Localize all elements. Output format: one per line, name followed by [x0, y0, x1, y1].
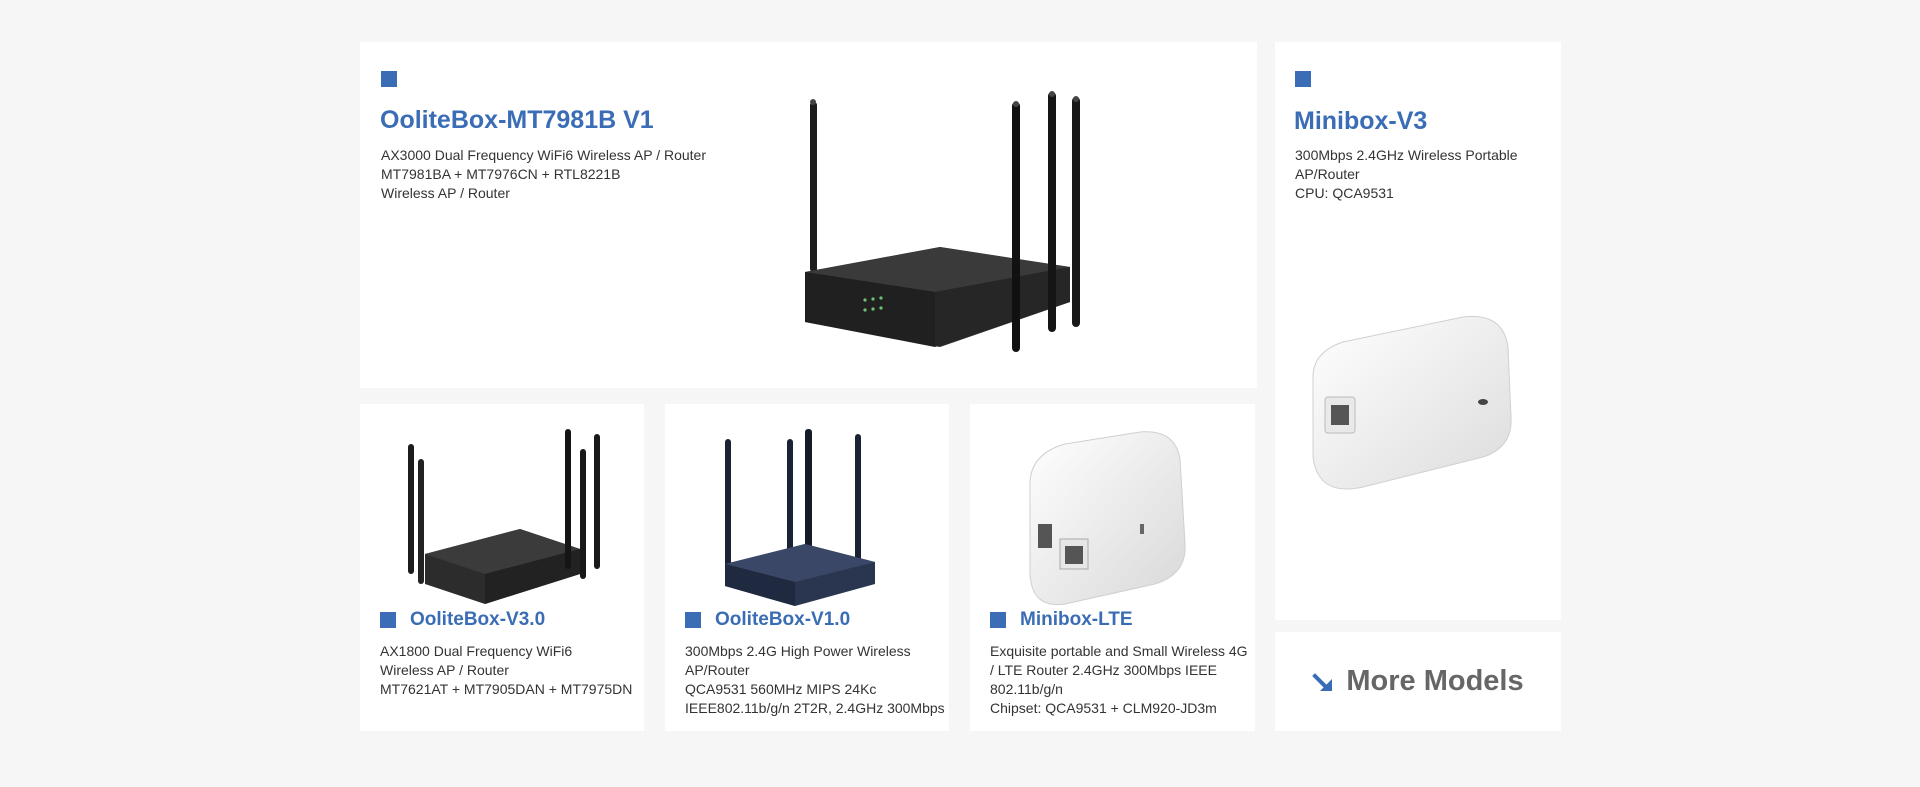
featured-product-description: AX3000 Dual Frequency WiFi6 Wireless AP … [381, 146, 706, 203]
product-card-minibox-lte[interactable]: Minibox-LTE Exquisite portable and Small… [970, 404, 1255, 731]
product-card-ooolitebox-v1[interactable]: OoliteBox-V1.0 300Mbps 2.4G High Power W… [665, 404, 949, 731]
product-card-header: OoliteBox-V3.0 [380, 609, 545, 631]
description-line: QCA9531 560MHz MIPS 24Kc [685, 681, 877, 697]
router-with-four-antennas-icon[interactable] [380, 414, 620, 614]
product-card-title[interactable]: OoliteBox-V1.0 [715, 609, 851, 630]
product-card-ooolitebox-v3[interactable]: OoliteBox-V3.0 AX1800 Dual Frequency WiF… [360, 404, 644, 731]
title-marker-square [381, 71, 397, 87]
featured-product-card[interactable]: OoliteBox-MT7981B V1 AX3000 Dual Frequen… [360, 42, 1257, 388]
description-line: IEEE802.11b/g/n 2T2R, 2.4GHz 300Mbps [685, 700, 945, 716]
minibox-v3-description: 300Mbps 2.4GHz Wireless Portable AP/Rout… [1295, 146, 1545, 203]
product-card-title[interactable]: OoliteBox-V3.0 [410, 609, 546, 630]
description-line: 300Mbps 2.4GHz Wireless Portable AP/Rout… [1295, 147, 1518, 182]
white-portable-router-icon[interactable] [990, 414, 1230, 614]
title-marker-square [990, 612, 1006, 628]
title-marker-square [1295, 71, 1311, 87]
product-card-description: Exquisite portable and Small Wireless 4G… [990, 642, 1252, 718]
minibox-v3-card[interactable]: Minibox-V3 300Mbps 2.4GHz Wireless Porta… [1275, 42, 1561, 620]
router-with-four-antennas-icon[interactable] [780, 62, 1180, 382]
featured-product-title[interactable]: OoliteBox-MT7981B V1 [380, 106, 654, 134]
description-line: 300Mbps 2.4G High Power Wireless AP/Rout… [685, 643, 911, 678]
description-line: Wireless AP / Router [380, 662, 509, 678]
description-line: AX3000 Dual Frequency WiFi6 Wireless AP … [381, 147, 706, 163]
product-card-title[interactable]: Minibox-LTE [1020, 609, 1133, 630]
product-card-header: Minibox-LTE [990, 609, 1133, 631]
product-card-description: 300Mbps 2.4G High Power Wireless AP/Rout… [685, 642, 947, 718]
router-with-four-antennas-icon[interactable] [685, 414, 925, 614]
minibox-v3-title[interactable]: Minibox-V3 [1294, 107, 1428, 135]
description-line: Exquisite portable and Small Wireless 4G… [990, 643, 1248, 697]
title-marker-square [380, 612, 396, 628]
product-card-description: AX1800 Dual Frequency WiFi6 Wireless AP … [380, 642, 642, 699]
description-line: Wireless AP / Router [381, 185, 510, 201]
product-card-header: OoliteBox-V1.0 [685, 609, 850, 631]
arrow-down-right-icon [1312, 672, 1333, 691]
more-models-label: More Models [1346, 665, 1524, 697]
description-line: Chipset: QCA9531 + CLM920-JD3m [990, 700, 1217, 716]
description-line: AX1800 Dual Frequency WiFi6 [380, 643, 573, 659]
description-line: MT7621AT + MT7905DAN + MT7975DN [380, 681, 633, 697]
description-line: MT7981BA + MT7976CN + RTL8221B [381, 166, 621, 182]
title-marker-square [685, 612, 701, 628]
description-line: CPU: QCA9531 [1295, 185, 1394, 201]
white-portable-router-icon[interactable] [1293, 307, 1533, 507]
more-models-link[interactable]: More Models [1275, 632, 1561, 731]
